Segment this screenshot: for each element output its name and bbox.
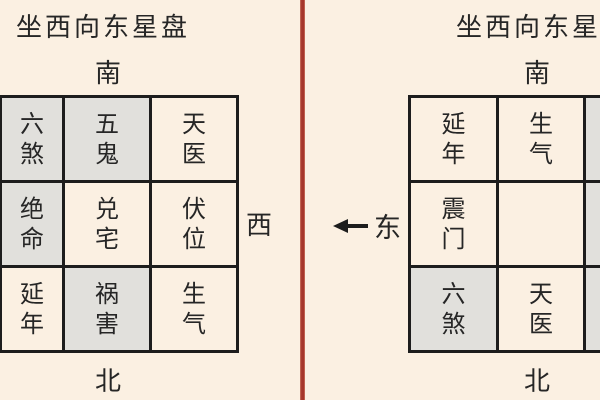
left-west-label: 西 — [246, 211, 273, 241]
grid-cell-house-palace: 兑宅 — [65, 183, 149, 265]
left-arrow-icon — [333, 218, 368, 233]
left-north-label: 北 — [95, 367, 122, 397]
right-south-label: 南 — [524, 59, 551, 89]
grid-cell — [499, 183, 583, 265]
grid-cell-label: 延年 — [20, 280, 44, 338]
grid-cell: 延年 — [411, 98, 496, 180]
grid-cell: 祸害 — [65, 268, 149, 350]
grid-cell-clipped — [586, 183, 600, 265]
right-north-label: 北 — [524, 367, 551, 397]
right-east-label: 东 — [374, 213, 401, 244]
grid-cell-label: 天医 — [529, 280, 553, 338]
grid-cell-clipped — [586, 268, 600, 350]
grid-cell-label: 延年 — [441, 110, 466, 168]
grid-cell-house-palace: 震门 — [411, 183, 496, 265]
panel-divider-line — [300, 0, 305, 400]
left-bagua-grid: 六煞 五鬼 天医 绝命 兑宅 伏位 延年 祸害 生气 — [0, 95, 239, 353]
grid-cell: 生气 — [499, 98, 583, 180]
grid-cell: 延年 — [2, 268, 62, 350]
east-direction-indicator: 东 — [333, 206, 401, 245]
grid-cell-label: 绝命 — [20, 195, 44, 253]
left-panel-title: 坐西向东星盘 — [16, 13, 191, 43]
grid-cell-label: 生气 — [182, 280, 206, 338]
right-panel-title: 坐西向东星 — [456, 13, 600, 43]
grid-cell-label: 震门 — [441, 195, 466, 253]
grid-cell-label: 六煞 — [20, 110, 44, 168]
grid-cell: 天医 — [152, 98, 236, 180]
grid-cell: 五鬼 — [65, 98, 149, 180]
grid-cell: 六煞 — [2, 98, 62, 180]
grid-cell: 六煞 — [411, 268, 496, 350]
grid-cell-label: 兑宅 — [95, 195, 119, 253]
grid-cell: 绝命 — [2, 183, 62, 265]
grid-cell: 伏位 — [152, 183, 236, 265]
grid-cell-label: 天医 — [182, 110, 206, 168]
left-south-label: 南 — [95, 59, 122, 89]
grid-cell-label: 五鬼 — [95, 110, 119, 168]
grid-cell-label: 六煞 — [441, 280, 466, 338]
grid-cell: 天医 — [499, 268, 583, 350]
grid-cell-label: 祸害 — [95, 280, 119, 338]
right-bagua-grid: 延年 生气 震门 六煞 天医 — [408, 95, 600, 353]
grid-cell-label: 生气 — [529, 110, 553, 168]
grid-cell-label: 伏位 — [182, 195, 206, 253]
grid-cell-clipped — [586, 98, 600, 180]
grid-cell: 生气 — [152, 268, 236, 350]
